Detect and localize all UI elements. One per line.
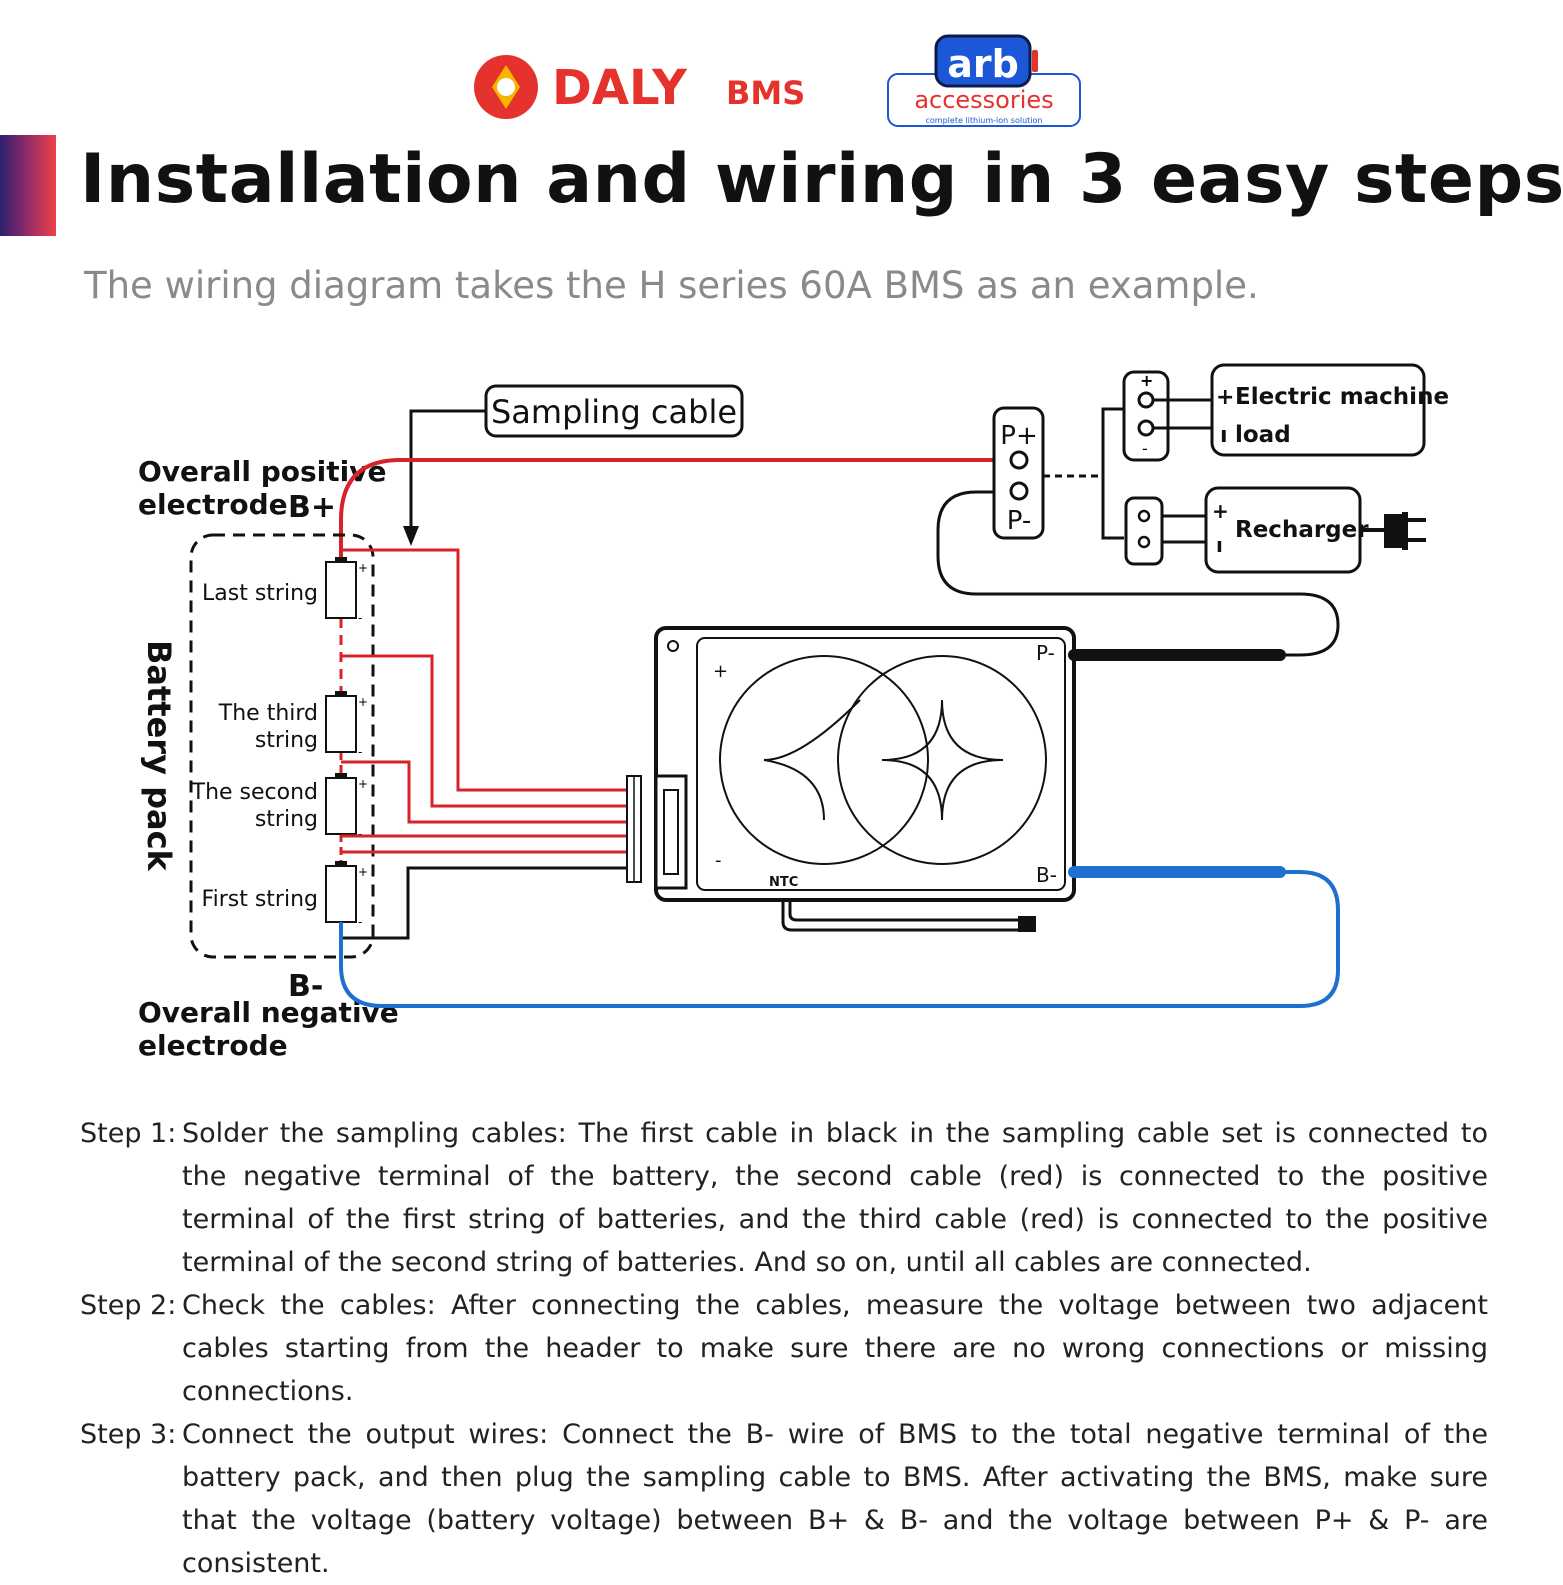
ntc-wire: [781, 900, 1035, 932]
ntc-label: NTC: [769, 875, 798, 890]
p-plus-label: P+: [1000, 421, 1037, 451]
electric-machine-label: Electric machine: [1235, 384, 1449, 410]
step-1: Step 1: Solder the sampling cables: The …: [80, 1112, 1488, 1284]
electric-machine-group: + - + ı Electric machine load: [1122, 363, 1449, 462]
step-3-text: Connect the output wires: Connect the B-…: [182, 1419, 1488, 1579]
arb-logo-text: arb: [947, 42, 1019, 86]
power-plug-icon: [1360, 512, 1426, 550]
steps-list: Step 1: Solder the sampling cables: The …: [80, 1112, 1488, 1585]
sampling-wires: [341, 548, 627, 940]
svg-text:-: -: [358, 611, 362, 625]
svg-text:+: +: [1140, 371, 1153, 390]
logo-tagline: complete lithium-ion solution: [926, 116, 1043, 125]
b-minus-bottom-label: B-: [288, 969, 323, 1004]
cell-first-string: + -: [325, 861, 368, 929]
bms-b-minus-label: B-: [1036, 863, 1057, 887]
step-1-text: Solder the sampling cables: The first ca…: [182, 1118, 1488, 1278]
svg-text:+: +: [358, 561, 368, 575]
bms-minus-sign: -: [715, 850, 722, 871]
svg-text:+: +: [358, 865, 368, 879]
step-2-text: Check the cables: After connecting the c…: [182, 1290, 1488, 1407]
svg-text:+: +: [358, 695, 368, 709]
overall-positive-label: Overall positive: [138, 455, 386, 488]
sampling-cable-label: Sampling cable: [491, 393, 737, 431]
sampling-cable-callout: Sampling cable: [403, 384, 744, 546]
last-string-label: Last string: [202, 581, 318, 606]
first-string-label: First string: [202, 887, 318, 912]
third-string-label-line2: string: [255, 728, 318, 753]
arb-accessories-logo: arb accessories complete lithium-ion sol…: [887, 34, 1081, 127]
page-subtitle: The wiring diagram takes the H series 60…: [84, 264, 1259, 307]
svg-text:-: -: [1142, 439, 1148, 458]
bms-plus-sign: +: [713, 661, 728, 682]
electric-machine-box: [1210, 363, 1426, 457]
svg-text:+: +: [1216, 385, 1234, 410]
step-2: Step 2: Check the cables: After connecti…: [80, 1284, 1488, 1413]
svg-text:+: +: [358, 777, 368, 791]
step-2-label: Step 2:: [80, 1290, 177, 1321]
output-terminal-block: P+ P-: [992, 406, 1045, 540]
second-string-label: The second: [191, 780, 318, 805]
cell-third-string: + -: [325, 691, 368, 759]
bms-board: + - P- B- NTC: [654, 626, 1076, 932]
svg-text:ı: ı: [1216, 533, 1223, 557]
svg-text:ı: ı: [1220, 423, 1228, 448]
svg-text:+: +: [1212, 499, 1229, 523]
sampling-arrow-icon: [403, 526, 419, 546]
page-title: Installation and wiring in 3 easy steps: [80, 140, 1563, 219]
arb-badge: [934, 34, 1032, 88]
cell-last-string: + -: [325, 557, 368, 625]
p-minus-label: P-: [1007, 506, 1032, 536]
svg-text:-: -: [358, 915, 362, 929]
step-3: Step 3: Connect the output wires: Connec…: [80, 1413, 1488, 1585]
second-string-label-line2: string: [255, 807, 318, 832]
brand-logos: DALY BMS arb accessories complete lithiu…: [474, 34, 1081, 127]
battery-pack-box: [189, 533, 375, 959]
recharger-label: Recharger: [1235, 517, 1369, 543]
overall-positive-label-line2: electrode: [138, 488, 288, 521]
wiring-diagram: Sampling cable Overall positive electrod…: [138, 363, 1449, 1062]
overall-negative-label-line2: electrode: [138, 1029, 288, 1062]
svg-text:-: -: [358, 745, 362, 759]
bms-logo-text: BMS: [726, 74, 805, 112]
recharger-group: + ı Recharger: [1124, 486, 1426, 574]
step-3-label: Step 3:: [80, 1419, 177, 1450]
b-plus-label: B+: [288, 490, 336, 525]
load-label: load: [1235, 422, 1291, 448]
title-accent-bar: [0, 135, 56, 236]
step-1-label: Step 1:: [80, 1118, 177, 1149]
battery-pack-label: Battery pack: [140, 640, 178, 872]
daly-logo: DALY BMS: [474, 55, 805, 119]
daly-logo-text: DALY: [552, 60, 688, 116]
cell-second-string: + -: [325, 773, 368, 841]
positive-main-wire: [339, 458, 1005, 560]
accessories-logo-text: accessories: [914, 86, 1053, 114]
bms-p-minus-label: P-: [1036, 641, 1055, 665]
third-string-label: The third: [218, 701, 318, 726]
bms-star-emblem-icon: [881, 699, 1004, 821]
svg-text:-: -: [358, 827, 362, 841]
